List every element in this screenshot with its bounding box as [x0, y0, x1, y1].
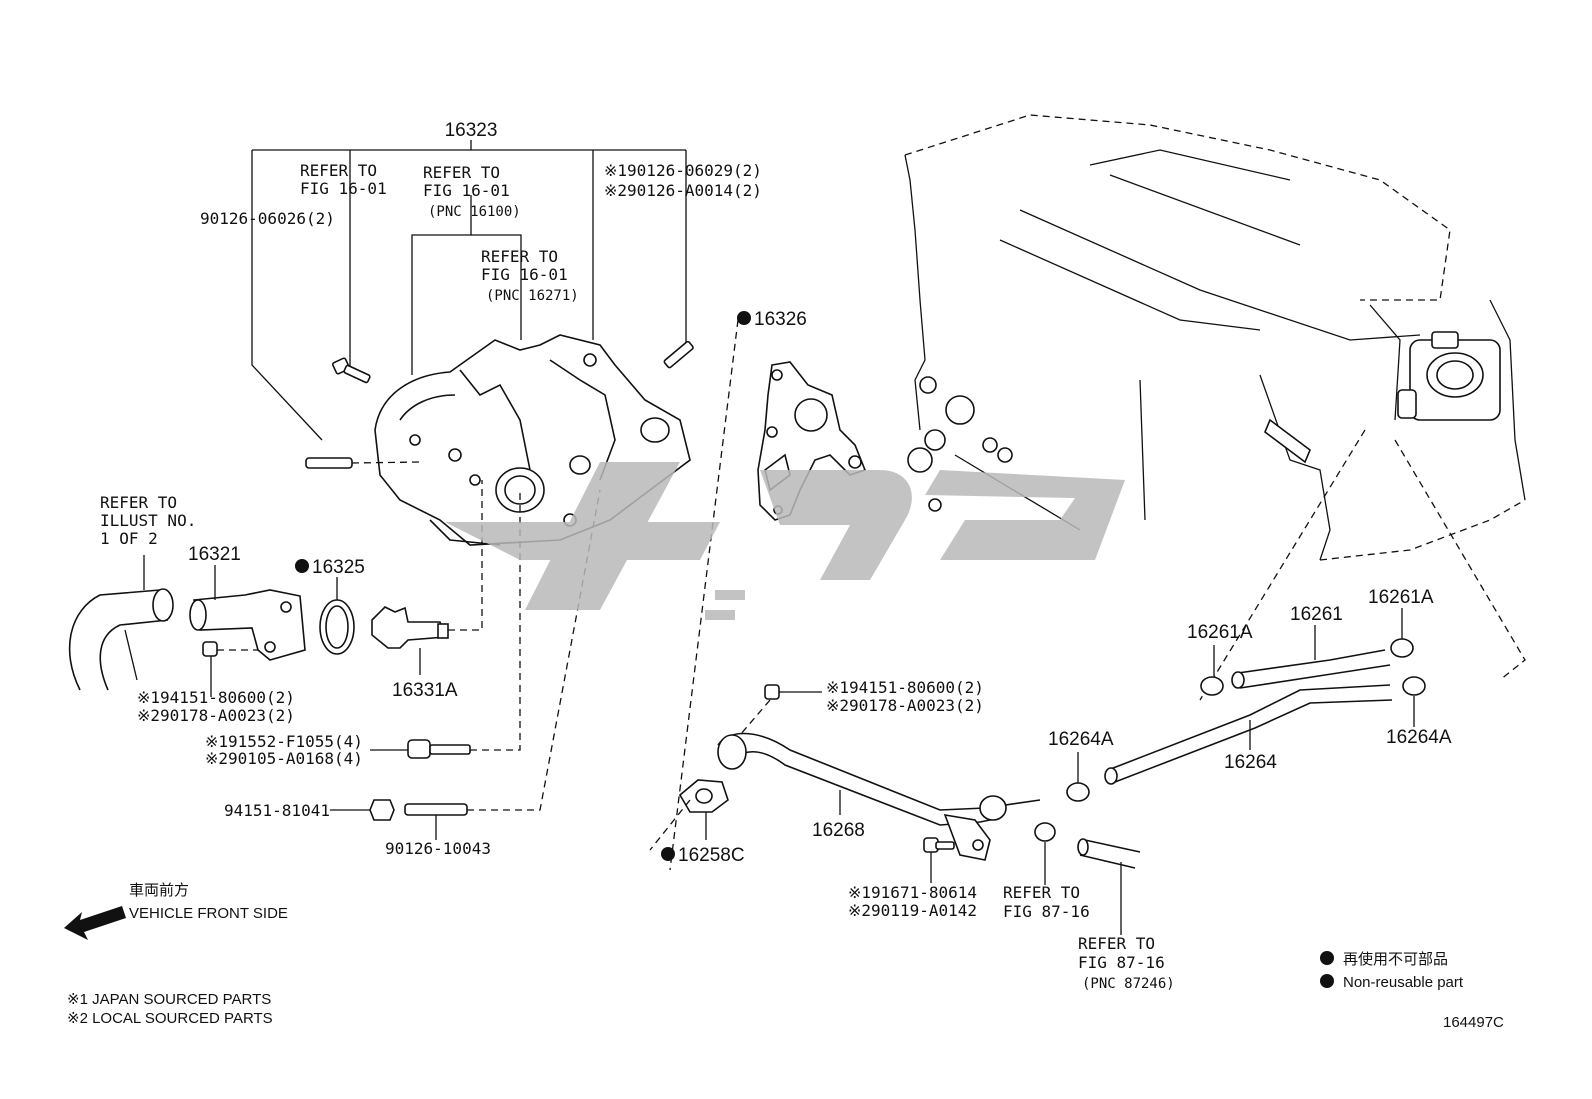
gasket-16325 [319, 577, 355, 655]
non-reusable-bullet-icon [295, 559, 309, 573]
nut-94151-81041 [330, 799, 395, 821]
part-number-bolt-local: ※290126-A0014(2) [604, 181, 762, 200]
part-number-16258C: 16258C [678, 845, 745, 866]
clamp-16264A-left [1066, 752, 1090, 802]
front-label-jp: 車両前方 [129, 882, 189, 899]
part-number-16268: 16268 [812, 820, 865, 841]
part-number-16264A: 16264A [1386, 727, 1452, 748]
part-number-bolt4-japan: ※191671-80614 [848, 883, 977, 902]
refer-label: REFER TO [300, 161, 377, 180]
refer-fig-label: FIG 16-01 [300, 179, 387, 198]
nut-194151-80600 [202, 641, 258, 697]
source-note-japan: ※1 JAPAN SOURCED PARTS [67, 991, 271, 1008]
part-number-stud: 90126-06026(2) [200, 209, 335, 228]
refer-pnc-label: (PNC 16100) [428, 204, 521, 220]
part-number-bolt4-local: ※290119-A0142 [848, 901, 977, 920]
engine-block-illustration [904, 114, 1526, 561]
part-number-nut-japan: ※194151-80600(2) [137, 688, 295, 707]
gasket-16258C [649, 779, 729, 851]
hose-16261 [1231, 625, 1391, 689]
part-number-16321: 16321 [188, 544, 241, 565]
non-reusable-label-jp: 再使用不可部品 [1343, 951, 1448, 968]
refer-illust-page: 1 OF 2 [100, 529, 158, 548]
part-number-bolt2-japan: ※191552-F1055(4) [205, 732, 363, 751]
nut-194151-80600-pipe [739, 684, 822, 736]
refer-label: REFER TO [1003, 883, 1080, 902]
refer-pnc-label: (PNC 16271) [486, 288, 579, 304]
part-number-16261A: 16261A [1368, 587, 1434, 608]
refer-label: REFER TO [481, 247, 558, 266]
callout-16323 [251, 140, 687, 441]
stud-190126-06029 [663, 340, 694, 369]
radiator-hose [68, 555, 174, 691]
clamp-16264A-right [1402, 676, 1426, 727]
refer-pnc-label: (PNC 87246) [1082, 976, 1175, 992]
bolt-191671-80614 [923, 837, 955, 883]
refer-fig-label: FIG 16-01 [481, 265, 568, 284]
guide-line [669, 319, 739, 871]
guide-line [1394, 439, 1526, 681]
non-reusable-legend: 再使用不可部品 Non-reusable part [1320, 951, 1464, 991]
part-number-16323: 16323 [445, 120, 498, 141]
refer-illust-label: ILLUST NO. [100, 511, 196, 530]
non-reusable-bullet-icon [737, 311, 751, 325]
part-number-16331A: 16331A [392, 680, 458, 701]
part-number-nut4-japan: ※194151-80600(2) [826, 678, 984, 697]
refer-label: REFER TO [423, 163, 500, 182]
part-number-16264A: 16264A [1048, 729, 1114, 750]
part-number-nut4-local: ※290178-A0023(2) [826, 696, 984, 715]
refer-fig-label: FIG 87-16 [1003, 902, 1090, 921]
source-note-local: ※2 LOCAL SOURCED PARTS [67, 1010, 273, 1027]
water-pipe-16268 [717, 732, 1041, 861]
hose-16264 [1104, 684, 1393, 785]
refer-label: REFER TO [100, 493, 177, 512]
non-reusable-label-en: Non-reusable part [1343, 974, 1464, 991]
part-number-stud3: 90126-10043 [385, 839, 491, 858]
part-number-nut-local: ※290178-A0023(2) [137, 706, 295, 725]
refer-fig-label: FIG 87-16 [1078, 953, 1165, 972]
front-label-en: VEHICLE FRONT SIDE [129, 905, 288, 922]
bolt-190126-06029 [331, 357, 371, 384]
vehicle-front-legend: 車両前方 VEHICLE FRONT SIDE [64, 882, 288, 940]
non-reusable-bullet-icon [661, 847, 675, 861]
part-number-16325: 16325 [312, 557, 365, 578]
part-number-16261A: 16261A [1187, 622, 1253, 643]
clamp-refer-87-16 [1034, 822, 1056, 885]
hose-87246 [1077, 838, 1141, 935]
part-number-nut3: 94151-81041 [224, 801, 330, 820]
refer-fig-label: FIG 16-01 [423, 181, 510, 200]
refer-label: REFER TO [1078, 934, 1155, 953]
illustration-code: 164497C [1443, 1014, 1504, 1031]
part-number-16264: 16264 [1224, 752, 1277, 773]
store-logo-watermark [445, 462, 1125, 620]
part-number-bolt-japan: ※190126-06029(2) [604, 161, 762, 180]
guide-line [1199, 429, 1366, 701]
part-number-16326: 16326 [754, 309, 807, 330]
non-reusable-bullet-icon [1320, 974, 1334, 988]
water-inlet-16321 [189, 565, 306, 661]
part-number-bolt2-local: ※290105-A0168(4) [205, 749, 363, 768]
bolt-191552-F1055 [370, 490, 521, 759]
clamp-16261A-left [1200, 645, 1224, 696]
clamp-16261A-right [1390, 608, 1414, 658]
non-reusable-bullet-icon [1320, 951, 1334, 965]
part-number-16261: 16261 [1290, 604, 1343, 625]
stud-90126-06026 [305, 457, 421, 469]
arrow-left-icon [64, 906, 126, 940]
